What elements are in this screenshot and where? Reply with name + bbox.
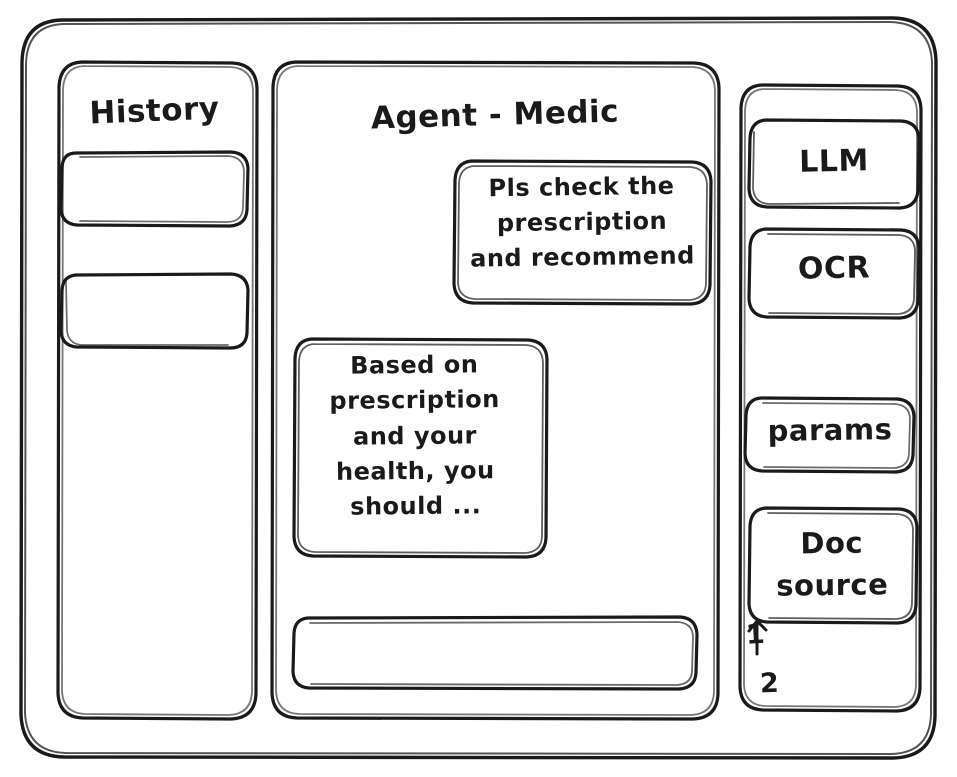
- user-message-text: Pls check the prescription and recommend: [469, 171, 696, 273]
- tool-button-llm-label: LLM: [798, 143, 870, 180]
- history-panel-title: History: [88, 90, 221, 132]
- params-button-label: params: [767, 412, 893, 448]
- message-input[interactable]: [293, 617, 698, 689]
- history-item-1[interactable]: [61, 152, 249, 227]
- tool-button-ocr-label: OCR: [797, 250, 871, 287]
- doc-source-button-label: Doc source: [776, 525, 889, 603]
- doc-source-item-2[interactable]: 2: [759, 667, 780, 700]
- agent-message-text: Based on prescription and your health, y…: [329, 350, 500, 521]
- history-item-2[interactable]: [61, 274, 249, 349]
- doc-source-item-1[interactable]: 1: [745, 618, 767, 651]
